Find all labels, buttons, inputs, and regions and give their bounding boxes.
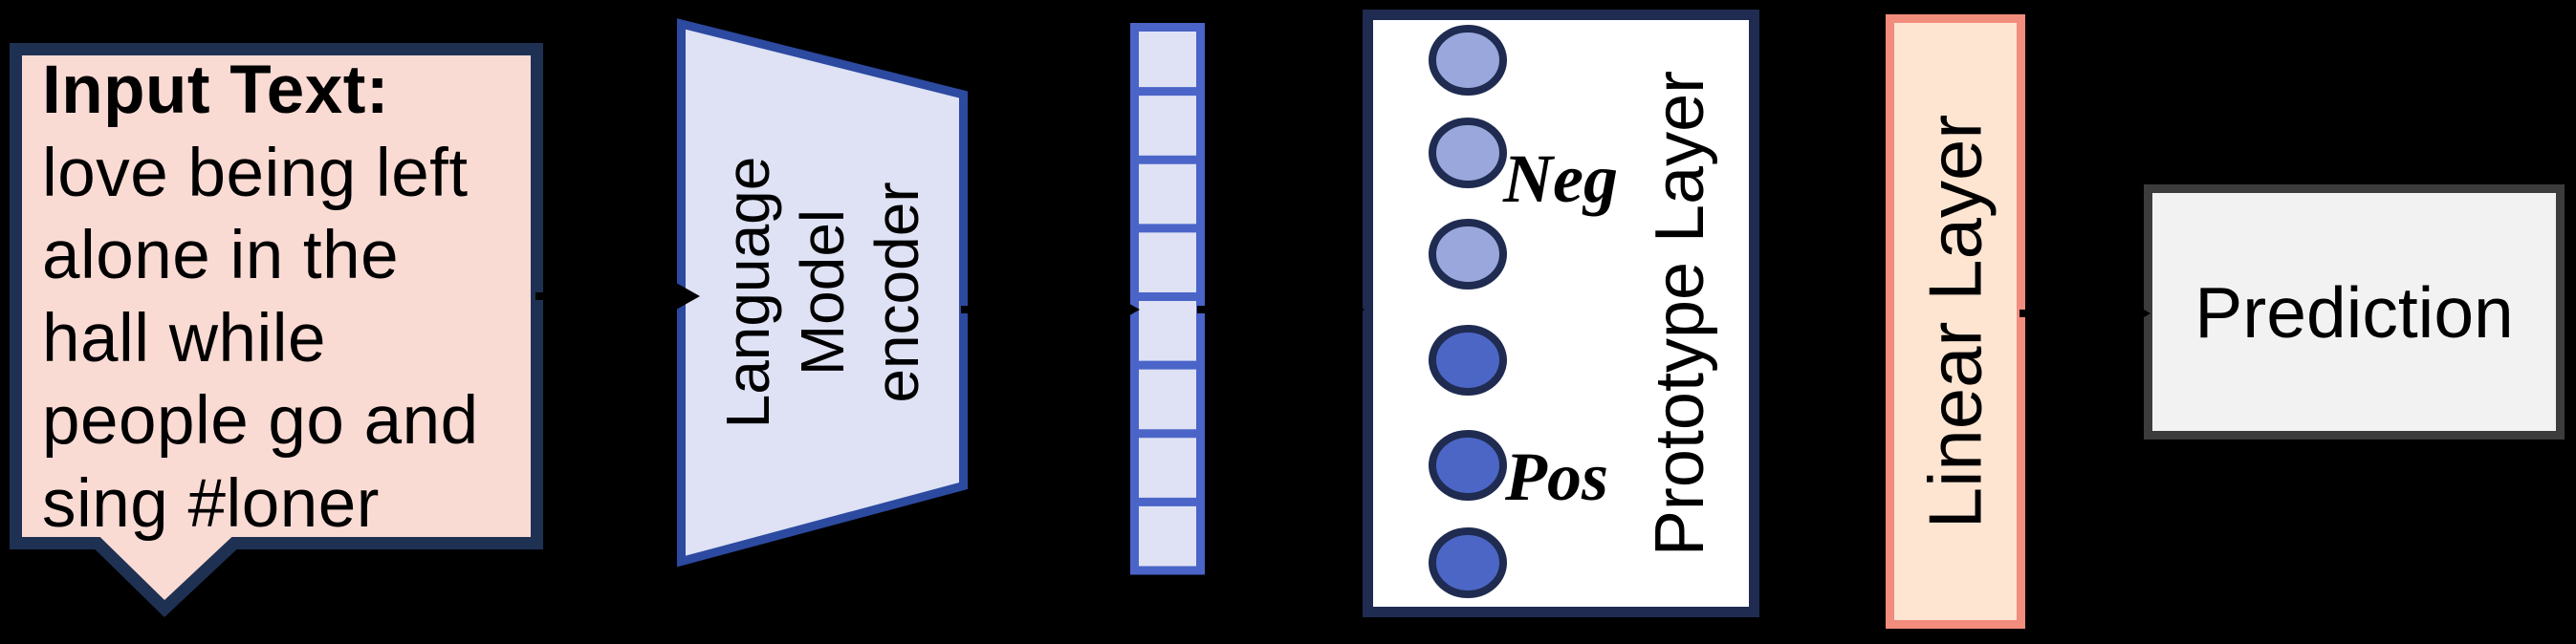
encoder-label-line: encoder (862, 182, 931, 403)
encoder-label-line: Language (713, 156, 782, 429)
input-text-block: Input Text: love being left alone in the… (42, 50, 525, 546)
prototype-layer-label-box: Prototype Layer (1599, 10, 1761, 617)
encoder-label-line: Model (788, 208, 857, 376)
input-text-line: people go and (42, 383, 479, 459)
embedding-vector (1130, 23, 1205, 575)
pos-prototype-circle (1429, 430, 1507, 501)
linear-layer-label: Linear Layer (1912, 114, 1997, 529)
prototype-layer-label: Prototype Layer (1642, 70, 1719, 557)
input-text-line: alone in the (42, 218, 400, 293)
pos-prototype-circle (1429, 325, 1507, 396)
neg-prototype-circle (1429, 25, 1507, 96)
input-text-line: love being left (42, 135, 469, 211)
pos-prototypes-label: Pos (1505, 439, 1608, 515)
neg-prototype-circle (1429, 219, 1507, 290)
arrow-encoder-to-vector (961, 292, 1140, 327)
arrow-input-to-encoder (535, 279, 700, 313)
connector-arrows (535, 279, 2150, 331)
prototype-circles (1429, 25, 1507, 598)
linear-layer-label-box: Linear Layer (1886, 14, 2025, 629)
neg-prototype-circle (1429, 118, 1507, 188)
input-text-line: hall while (42, 300, 327, 376)
pos-prototype-circle (1429, 527, 1507, 598)
neg-prototypes-label: Neg (1503, 140, 1618, 217)
prediction-box (2144, 184, 2565, 440)
prototype-layer-box (1363, 10, 1759, 617)
arrow-vector-to-prototype (1197, 292, 1364, 327)
prediction-label: Prediction (2194, 271, 2514, 353)
encoder-label-box: Language Model encoder (677, 19, 968, 566)
arrow-prototype-to-linear (1762, 296, 1885, 331)
linear-layer-box (1886, 14, 2025, 629)
input-text-title: Input Text: (42, 53, 390, 128)
encoder-label: Language Model encoder (710, 147, 934, 438)
arrow-linear-to-prediction (2019, 296, 2150, 331)
speech-bubble-shape (10, 43, 543, 618)
input-text-line: sing #loner (42, 465, 380, 542)
encoder-trapezoid (677, 18, 968, 568)
